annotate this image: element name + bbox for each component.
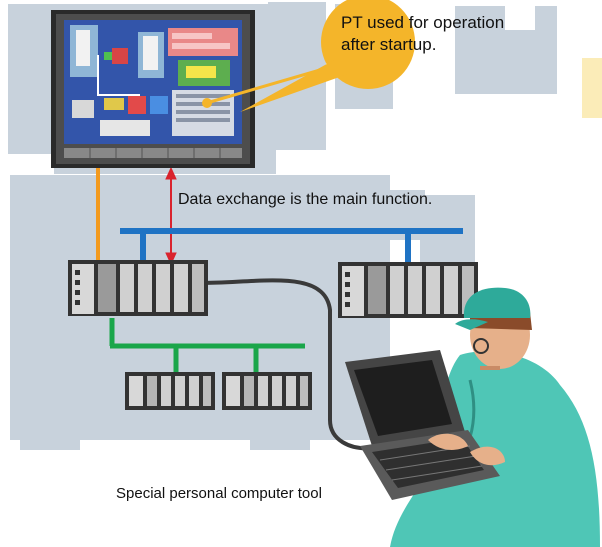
data-exchange-label: Data exchange is the main function. (178, 191, 433, 208)
plc-network-line (120, 228, 463, 262)
touch-panel-pt-icon (51, 10, 255, 168)
data-exchange-arrow (165, 166, 177, 266)
laptop-computer-icon (345, 350, 505, 500)
device-rack-2-icon (222, 372, 312, 410)
pc-tool-label: Special personal computer tool (116, 485, 322, 502)
plc-rack-main-icon (68, 260, 208, 316)
side-tab (582, 58, 602, 118)
pt-callout-label: PT used for operation after startup. (341, 13, 505, 54)
plc-rack-right-icon (338, 262, 478, 318)
pc-cable (199, 278, 373, 451)
callout-bubble (202, 0, 415, 112)
device-rack-1-icon (125, 372, 215, 410)
device-network-line (109, 318, 305, 372)
